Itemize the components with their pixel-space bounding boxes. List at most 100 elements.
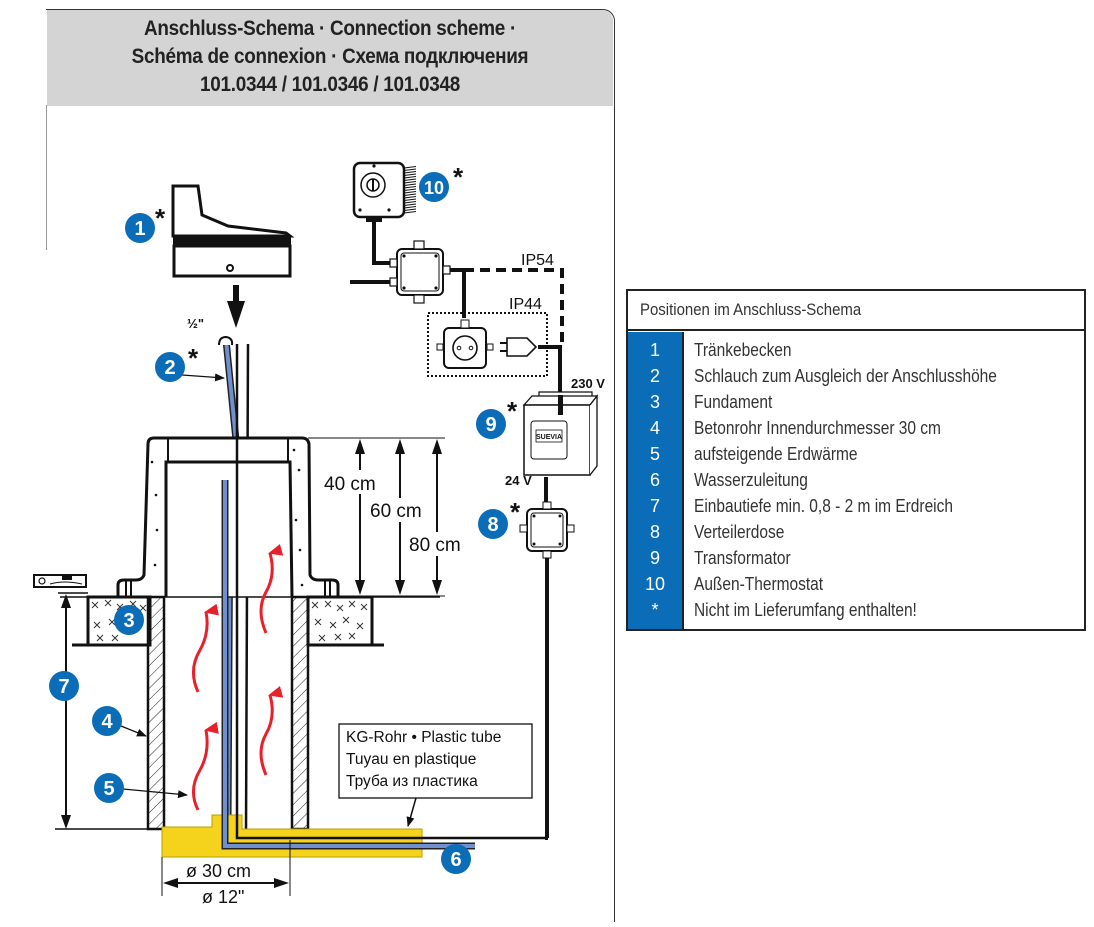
svg-text:*: * [510, 497, 521, 527]
tube-label-line-2: Tuyau en plastique [346, 751, 476, 768]
legend-item-number: 3 [649, 392, 660, 412]
thermostat-icon [352, 161, 417, 222]
ip54-label: IP54 [521, 252, 554, 269]
concrete-pipe [146, 595, 310, 831]
distribution-box-icon [519, 501, 575, 559]
tube-label-line-3: Труба из пластика [346, 773, 478, 790]
title-line-1: Anschluss-Schema · Connection scheme · [143, 17, 517, 40]
legend-item-number: 5 [649, 444, 660, 464]
drinking-bowl-icon [171, 184, 295, 278]
svg-text:7: 7 [58, 676, 69, 698]
legend-item-text: Verteilerdose [694, 522, 785, 542]
tube-label-line-1: KG-Rohr • Plastic tube [346, 729, 501, 746]
legend-item-text: Transformator [694, 548, 791, 568]
legend-item-text: Betonrohr Innendurchmesser 30 cm [694, 418, 941, 438]
legend-item-number: * [651, 600, 659, 620]
legend-item-text: Nicht im Lieferumfang enthalten! [694, 600, 917, 620]
legend-item-number: 10 [644, 574, 666, 594]
legend-number-column [628, 332, 684, 629]
legend-item-text: Schlauch zum Ausgleich der Anschlusshöhe [694, 366, 997, 386]
legend-item: 5 aufsteigende Erdwärme [628, 441, 1084, 467]
diameter-inch-label: ø 12" [202, 887, 244, 907]
legend-item-number: 6 [649, 470, 660, 490]
svg-text:5: 5 [103, 778, 114, 800]
legend-item: 2 Schlauch zum Ausgleich der Anschlusshöh… [628, 363, 1084, 389]
legend-item: 8 Verteilerdose [628, 519, 1084, 545]
title-line-3: 101.0344 / 101.0346 / 101.0348 [200, 73, 460, 96]
badge-3: 3 [114, 605, 144, 635]
ip44-dotted-box [427, 312, 548, 377]
legend-item-text: Tränkebecken [694, 340, 792, 360]
svg-text:10: 10 [424, 178, 444, 198]
panel-left-border [46, 105, 47, 250]
badge-9: 9 * [476, 396, 518, 439]
legend-heading-text: Positionen im Anschluss-Schema [640, 300, 862, 319]
legend-item: 1 Tränkebecken [628, 337, 1084, 363]
diagram-panel-frame [46, 9, 615, 922]
svg-text:9: 9 [485, 414, 496, 436]
badge-6: 6 [441, 844, 471, 874]
svg-text:3: 3 [123, 610, 134, 632]
legend-item-number: 1 [649, 340, 660, 360]
legend-item-number: 7 [649, 496, 660, 516]
legend-item-number: 2 [649, 366, 660, 386]
badge-10: 10 * [419, 162, 464, 202]
legend-item: 4 Betonrohr Innendurchmesser 30 cm [628, 415, 1084, 441]
legend-item: 7 Einbautiefe min. 0,8 - 2 m im Erdreich [628, 493, 1084, 519]
depth-dimension [55, 592, 150, 830]
svg-text:8: 8 [487, 514, 498, 536]
voltage-230-label: 230 V [571, 376, 605, 391]
legend-item-number: 9 [649, 548, 660, 568]
transformer-cable-in [558, 395, 563, 415]
legend-item-number: 8 [649, 522, 660, 542]
legend-item: 10 Außen-Thermostat [628, 571, 1084, 597]
legend-item: 9 Transformator [628, 545, 1084, 571]
badge-7: 7 [49, 671, 79, 701]
legend-item: 6 Wasserzuleitung [628, 467, 1084, 493]
svg-text:4: 4 [101, 711, 113, 733]
plastic-tube [161, 344, 548, 858]
badge-4: 4 [92, 706, 122, 736]
legend-item-text: Wasserzuleitung [694, 470, 808, 490]
spirit-level-icon [33, 574, 87, 588]
legend-item-text: Fundament [694, 392, 773, 412]
svg-text:6: 6 [450, 849, 461, 871]
svg-text:*: * [155, 203, 166, 233]
legend-item-text: Außen-Thermostat [694, 574, 824, 594]
legend-item-number: 4 [649, 418, 660, 438]
down-arrow-icon [227, 285, 245, 328]
title-line-2: Schéma de connexion · Схема подключения [131, 45, 529, 68]
dim-40-label: 40 cm [324, 474, 376, 495]
legend-box: Positionen im Anschluss-Schema 1 Tränkebe… [626, 289, 1086, 631]
svg-text:*: * [507, 396, 518, 426]
dim-60-label: 60 cm [370, 501, 422, 522]
legend-body: 1 Tränkebecken 2 Schlauch zum Ausgleich der… [628, 332, 1084, 629]
legend-heading: Positionen im Anschluss-Schema [628, 291, 1084, 331]
badge-1: 1 * [125, 203, 166, 243]
svg-text:*: * [453, 162, 464, 192]
socket-icon [436, 319, 494, 369]
leader-arrows [120, 373, 225, 799]
title-bar: Anschluss-Schema · Connection scheme · S… [47, 10, 613, 106]
height-dimensions [308, 437, 469, 597]
legend-item: * Nicht im Lieferumfang enthalten! [628, 597, 1084, 623]
svg-text:1: 1 [134, 218, 145, 240]
badge-8: 8 * [478, 497, 521, 539]
svg-text:*: * [188, 343, 199, 373]
legend-item: 3 Fundament [628, 389, 1084, 415]
badge-5: 5 [94, 773, 124, 803]
diameter-cm-label: ø 30 cm [186, 861, 251, 881]
dim-80-label: 80 cm [409, 535, 461, 556]
half-inch-label: ½" [187, 316, 204, 331]
diameter-dimension [161, 840, 291, 896]
plug-icon [500, 337, 538, 357]
ip44-label: IP44 [509, 296, 542, 313]
svg-text:2: 2 [164, 357, 175, 379]
junction-box-icon [389, 240, 451, 304]
heat-arrows [192, 544, 284, 811]
legend-item-text: aufsteigende Erdwärme [694, 444, 858, 464]
badge-2: 2 * [155, 343, 199, 382]
transformer-brand: SUEVIA [536, 434, 562, 441]
legend-item-text: Einbautiefe min. 0,8 - 2 m im Erdreich [694, 496, 953, 516]
plastic-tube-label-box [338, 723, 533, 827]
